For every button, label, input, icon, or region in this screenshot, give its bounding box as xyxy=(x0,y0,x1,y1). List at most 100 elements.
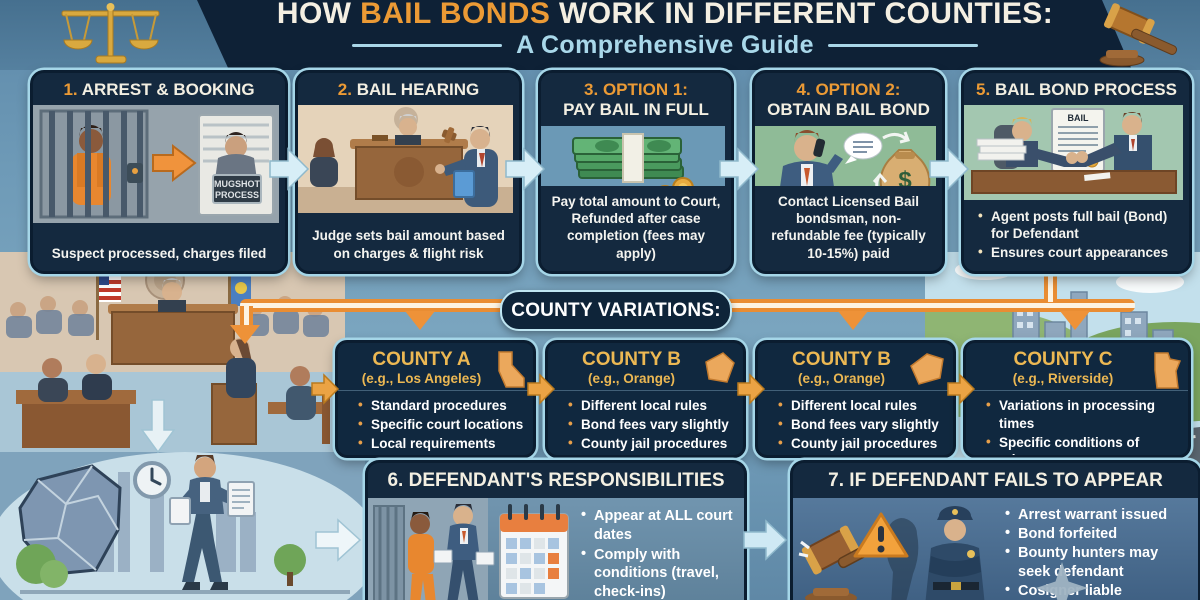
gavel-small-icon xyxy=(441,127,457,144)
step-7-bullet: Cosigner liable xyxy=(1005,581,1194,600)
county-flow-left-drop xyxy=(240,306,253,326)
step-7-bullet: Bond forfeited xyxy=(1005,524,1194,543)
county-flow-arrowhead xyxy=(1060,311,1090,330)
step-panel-arrest-booking: 1. ARREST & BOOKING xyxy=(30,70,288,274)
county-arrow-icon xyxy=(737,373,766,405)
clock-icon xyxy=(133,461,171,499)
step-6-title: 6. DEFENDANT'S RESPONSIBILITIES xyxy=(368,463,744,498)
county-arrow-icon xyxy=(311,373,340,405)
county-c-shape-icon xyxy=(1154,352,1182,389)
step-7-bullet: Bounty hunters may seek defendant xyxy=(1005,543,1194,580)
bondsman-on-phone-icon xyxy=(780,129,843,186)
warning-triangle-icon xyxy=(853,512,909,558)
panel-defendant-responsibilities: 6. DEFENDANT'S RESPONSIBILITIES xyxy=(365,460,747,600)
county-example: (e.g., Orange) xyxy=(758,370,953,391)
step-5-title: 5. BAIL BOND PROCESS xyxy=(964,73,1189,106)
step-panel-pay-bail-full: 3. OPTION 1: PAY BAIL IN FULL xyxy=(538,70,734,274)
arrest-booking-illustration: MUGSHOT PROCESS xyxy=(33,105,279,224)
step-7-bullet: Arrest warrant issued xyxy=(1005,505,1194,524)
county-flow-arrowhead xyxy=(838,311,868,330)
mugshot-card-icon: MUGSHOT PROCESS xyxy=(198,114,274,217)
county-name: COUNTY B xyxy=(792,349,891,370)
flow-arrow-icon xyxy=(269,147,310,191)
subtitle-dash-right xyxy=(827,44,978,47)
county-box-a: COUNTY A (e.g., Los Angeles) Standard pr… xyxy=(335,340,536,458)
county-bullet: Different local rules xyxy=(778,396,945,415)
flow-arrow-icon xyxy=(505,147,546,191)
county-bullet: County jail procedures xyxy=(568,434,735,453)
flow-arrow-icon xyxy=(929,147,970,191)
cash-stack-illustration xyxy=(541,125,725,186)
county-name: COUNTY C xyxy=(1013,349,1113,370)
county-bullet: Variations in processing times xyxy=(986,396,1180,433)
svg-text:MUGSHOT: MUGSHOT xyxy=(214,179,261,189)
step-7-bullets: Arrest warrant issued Bond forfeited Bou… xyxy=(1003,505,1198,600)
step-3-caption: Pay total amount to Court, Refunded afte… xyxy=(541,185,731,271)
subtitle-dash-left xyxy=(352,44,503,47)
county-box-b1: COUNTY B (e.g., Orange) Different local … xyxy=(545,340,746,458)
county-bullet: Local requirements xyxy=(358,434,525,453)
step-6-bullets: Appear at ALL court dates Comply with co… xyxy=(573,503,744,600)
call-bondsman-illustration: $ xyxy=(755,125,936,186)
cash-stack-icon xyxy=(572,132,684,183)
county-arrow-icon xyxy=(947,373,976,405)
step-1-title: 1. ARREST & BOOKING xyxy=(33,73,285,106)
responsibilities-illustration xyxy=(368,498,569,600)
step-7-title: 7. IF DEFENDANT FAILS TO APPEAR xyxy=(793,463,1198,498)
county-name: COUNTY B xyxy=(582,349,681,370)
title-highlight: BAIL BONDS xyxy=(360,0,551,30)
sparkle-icon xyxy=(1036,562,1088,600)
police-officer-icon xyxy=(925,506,985,600)
step-5-bullet: Agent posts full bail (Bond) for Defenda… xyxy=(978,207,1181,243)
step-6-bullet: Comply with conditions (travel, check-in… xyxy=(581,545,738,600)
county-box-b2: COUNTY B (e.g., Orange) Different local … xyxy=(755,340,956,458)
step-panel-obtain-bail-bond: 4. OPTION 2: OBTAIN BAIL BOND xyxy=(752,70,945,274)
step-panel-bail-hearing: 2. BAIL HEARING xyxy=(295,70,522,274)
gavel-icon xyxy=(1099,3,1178,67)
defendant-walking-map-illustration xyxy=(0,452,365,600)
bail-hearing-illustration xyxy=(298,105,513,214)
step-3-title: 3. OPTION 1: PAY BAIL IN FULL xyxy=(541,73,731,126)
county-flow-arrowhead xyxy=(405,311,435,330)
county-b-shape-icon xyxy=(705,352,735,383)
county-bullet: Standard procedures xyxy=(358,396,525,415)
step-4-title: 4. OPTION 2: OBTAIN BAIL BOND xyxy=(755,73,942,126)
coins-icon xyxy=(660,176,694,186)
county-bullet: Specific conditions of release xyxy=(986,433,1180,455)
step-5-caption: Agent posts full bail (Bond) for Defenda… xyxy=(964,200,1189,271)
us-flag-icon xyxy=(96,270,121,340)
step-1-caption: Suspect processed, charges filed xyxy=(33,237,285,271)
county-bullet: County jail procedures xyxy=(778,434,945,453)
county-arrow-icon xyxy=(527,373,556,405)
flow-arrow-icon xyxy=(743,519,788,561)
step-5-bullet: Ensures court appearances xyxy=(978,243,1181,261)
step-6-bullet: Appear at ALL court dates xyxy=(581,506,738,545)
county-b-shape-icon xyxy=(910,353,944,385)
page-subtitle: A Comprehensive Guide xyxy=(516,31,814,59)
step-2-title: 2. BAIL HEARING xyxy=(298,73,519,106)
scales-of-justice-icon xyxy=(61,3,160,64)
exchange-arrows-icon xyxy=(872,131,910,186)
step-panel-bail-bond-process: 5. BAIL BOND PROCESS BAIL xyxy=(961,70,1192,274)
page-title: HOW BAIL BONDS WORK IN DIFFERENT COUNTIE… xyxy=(190,0,1140,31)
orange-arrow-icon xyxy=(152,144,197,183)
county-flow-feed xyxy=(1044,266,1057,302)
county-example: (e.g., Los Angeles) xyxy=(338,370,533,391)
county-box-c: COUNTY C (e.g., Riverside) Variations in… xyxy=(963,340,1191,458)
calendar-icon xyxy=(499,504,569,599)
county-bullet: Bond fees vary slightly xyxy=(568,415,735,434)
walking-defendant-illustration xyxy=(169,455,255,590)
down-arrow-icon xyxy=(140,399,176,454)
county-flow-arrowhead xyxy=(230,325,260,344)
county-example: (e.g., Riverside) xyxy=(966,370,1188,391)
header: HOW BAIL BONDS WORK IN DIFFERENT COUNTIE… xyxy=(0,0,1200,70)
speech-bubble-icon xyxy=(843,132,883,164)
county-variations-label: COUNTY VARIATIONS: xyxy=(500,290,732,331)
agent-handshake-illustration: BAIL xyxy=(964,105,1183,201)
step-4-caption: Contact Licensed Bail bondsman, non-refu… xyxy=(755,185,942,271)
fails-to-appear-illustration xyxy=(798,506,985,600)
svg-text:BAIL: BAIL xyxy=(1068,113,1089,123)
county-example: (e.g., Orange) xyxy=(548,370,743,391)
svg-text:PROCESS: PROCESS xyxy=(215,190,259,200)
county-bullet: Specific court locations xyxy=(358,415,525,434)
